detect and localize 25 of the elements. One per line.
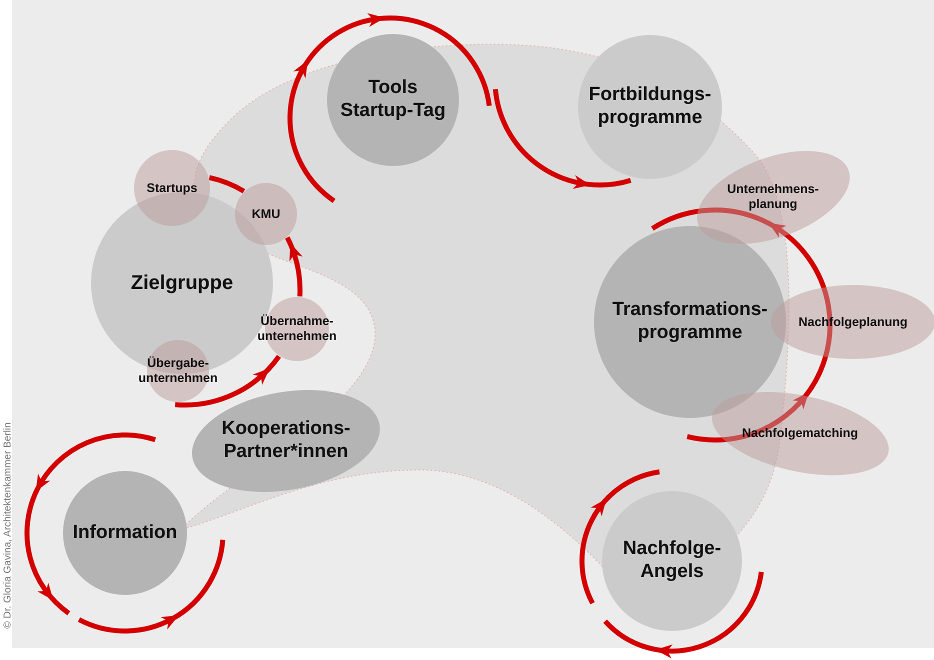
ellipse-node <box>192 390 380 492</box>
circle-node <box>578 35 722 179</box>
ellipse-node <box>696 150 850 244</box>
curved-arrow <box>285 236 303 296</box>
circle-node <box>235 183 297 245</box>
node-label: Tools Startup-Tag <box>339 77 447 123</box>
node-label: Kooperations- Partner*innen <box>220 418 352 464</box>
credit-text: © Dr. Gloria Gavina, Architektenkammer Berlin <box>2 421 14 631</box>
node-label: Unternehmens- planung <box>726 182 820 212</box>
node-label: Nachfolge- Angels <box>622 538 722 584</box>
node-label: Startups <box>146 180 198 196</box>
node-label: Information <box>72 522 178 544</box>
node-label: Fortbildungs- programme <box>588 84 712 130</box>
circle-node <box>602 491 742 631</box>
circle-node <box>594 226 786 418</box>
node-label: KMU <box>250 206 282 222</box>
node-label: Übernahme- unternehmen <box>257 314 337 344</box>
circle-node <box>134 150 210 226</box>
circle-node <box>63 471 187 595</box>
node-label: Zielgruppe <box>130 271 234 295</box>
node-label: Übergabe- unternehmen <box>138 356 218 386</box>
node-label: Transformations- programme <box>611 299 769 345</box>
curved-arrow <box>175 354 281 408</box>
circle-node <box>327 34 459 166</box>
ellipse-node <box>712 392 888 476</box>
